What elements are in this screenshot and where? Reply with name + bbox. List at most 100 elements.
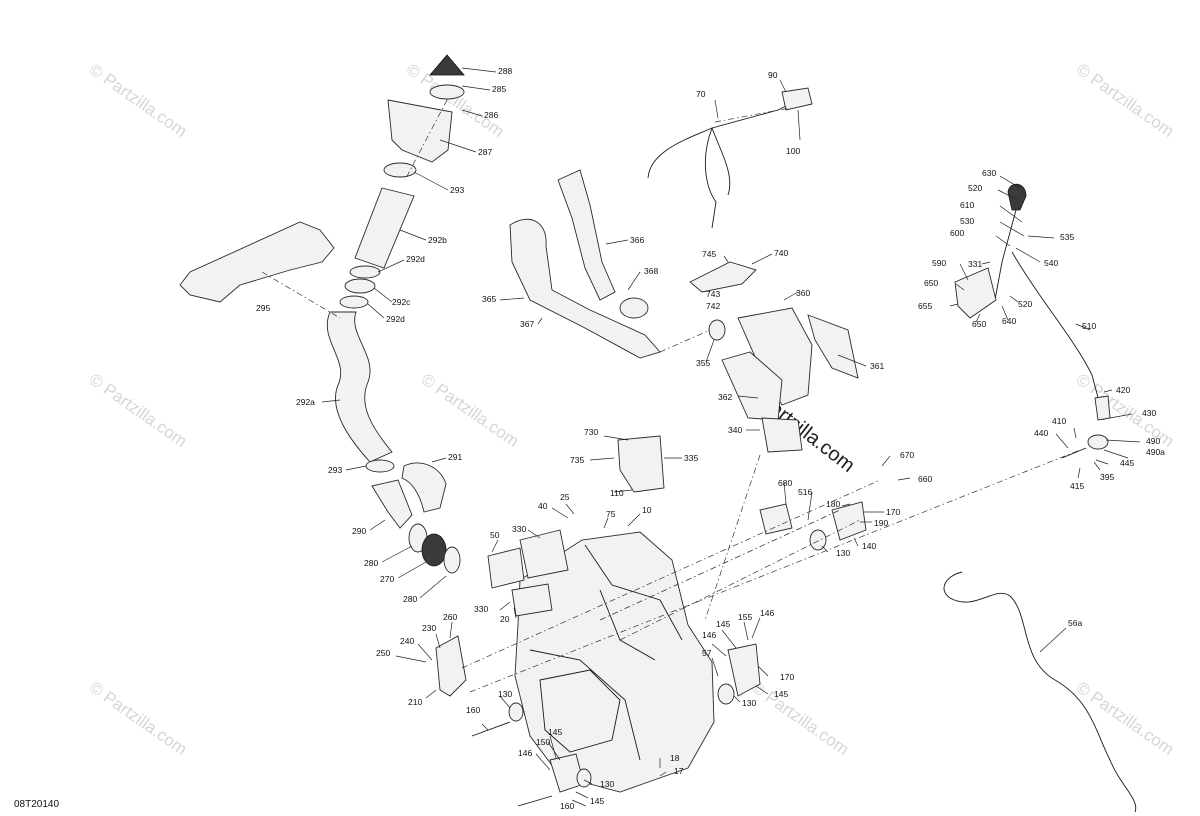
callout-170-a: 170 [886,507,900,517]
callout-145-a: 145 [716,619,730,629]
callout-75: 75 [606,509,616,519]
callout-130-a: 130 [836,548,850,558]
callout-293-bottom: 293 [328,465,342,475]
heat-shield-362 [721,351,783,421]
intake-duct-292a [326,311,393,463]
callout-270: 270 [380,574,394,584]
callout-395: 395 [1100,472,1114,482]
callout-260: 260 [443,612,457,622]
clamp-293-top [383,162,417,178]
clamp-293-bottom [365,459,395,473]
align-line-mount-3 [599,509,841,621]
callout-146-c: 146 [518,748,532,758]
callout-146-a: 146 [760,608,774,618]
callout-17: 17 [674,766,684,776]
callout-360: 360 [796,288,810,298]
leader-lines [321,67,1141,807]
ecm-50 [487,547,525,589]
callout-140: 140 [862,541,876,551]
align-line-harness [714,107,791,123]
callout-368: 368 [644,266,658,276]
vent-hose-56a [943,571,1137,813]
alignment-lines [261,99,1081,693]
callout-292a: 292a [296,397,315,407]
callout-670: 670 [900,450,914,460]
callout-155: 155 [738,612,752,622]
callout-680: 680 [778,478,792,488]
callout-290: 290 [352,526,366,536]
exhaust-pipe-365 [509,218,661,359]
bushing-130-bottom [576,768,592,788]
watermark-bottom-right: © Partzilla.com [1073,678,1178,759]
mount-140 [831,501,867,541]
callout-10: 10 [642,505,652,515]
shift-bracket-590 [954,267,997,319]
callout-57: 57 [702,648,712,658]
callout-420: 420 [1116,385,1130,395]
callout-285: 285 [492,84,506,94]
callout-743: 743 [706,289,720,299]
callout-490: 490 [1146,436,1160,446]
callout-50: 50 [490,530,500,540]
watermark-mid-left: © Partzilla.com [86,370,191,451]
connector-90 [781,87,813,111]
callout-130-b: 130 [498,689,512,699]
elbow-290 [371,479,413,529]
cable-end-420 [1094,395,1111,421]
callout-25: 25 [560,492,570,502]
callout-230: 230 [422,623,436,633]
callout-20: 20 [500,614,510,624]
callout-520-a: 520 [968,183,982,193]
callout-745: 745 [702,249,716,259]
callout-530: 530 [960,216,974,226]
align-line-exhaust [659,329,711,353]
callout-160-a: 160 [466,705,480,715]
callout-40: 40 [538,501,548,511]
callout-590: 590 [932,258,946,268]
bolt-160-bottom [517,795,553,807]
exhaust-ring-368 [619,297,649,319]
callout-295: 295 [256,303,270,313]
callout-291: 291 [448,452,462,462]
watermark-mid-center: © Partzilla.com [418,370,523,451]
align-line-mount-2 [469,449,1081,693]
callout-367: 367 [520,319,534,329]
mount-rear-145 [727,643,761,697]
callout-18: 18 [670,753,680,763]
coupler-292c [344,278,376,294]
intake-cap-288 [429,54,465,76]
bracket-740 [689,261,757,293]
module-330-bottom [511,583,553,617]
callout-130-c: 130 [742,698,756,708]
engine-detail-cover [539,669,621,753]
callout-361: 361 [870,361,884,371]
callout-280-b: 280 [403,594,417,604]
callout-287: 287 [478,147,492,157]
callout-640: 640 [1002,316,1016,326]
callout-130-d: 130 [600,779,614,789]
callout-740: 740 [774,248,788,258]
bolt-160-left [471,721,511,737]
align-line-intake [404,99,448,181]
callout-355: 355 [696,358,710,368]
exhaust-pipe-366 [557,169,616,301]
watermark-top-left: © Partzilla.com [86,60,191,141]
callout-160-b: 160 [560,801,574,811]
exhaust-assembly [509,169,859,453]
callout-70: 70 [696,89,706,99]
watermark-bottom-mid: © Partzilla.com [748,678,853,759]
heat-shield-295 [179,221,335,303]
callout-110: 110 [610,488,624,498]
clamp-292d-a [349,265,381,279]
shift-cable-510 [1011,251,1105,421]
resonator-340 [761,417,803,453]
watermark-top-right: © Partzilla.com [1073,60,1178,141]
clamp-280-b [443,546,461,574]
clamp-355 [708,319,726,341]
callout-331: 331 [968,259,982,269]
callout-145-c: 145 [548,727,562,737]
callout-742: 742 [706,301,720,311]
callout-146-b: 146 [702,630,716,640]
align-line-mount-4 [619,519,861,641]
